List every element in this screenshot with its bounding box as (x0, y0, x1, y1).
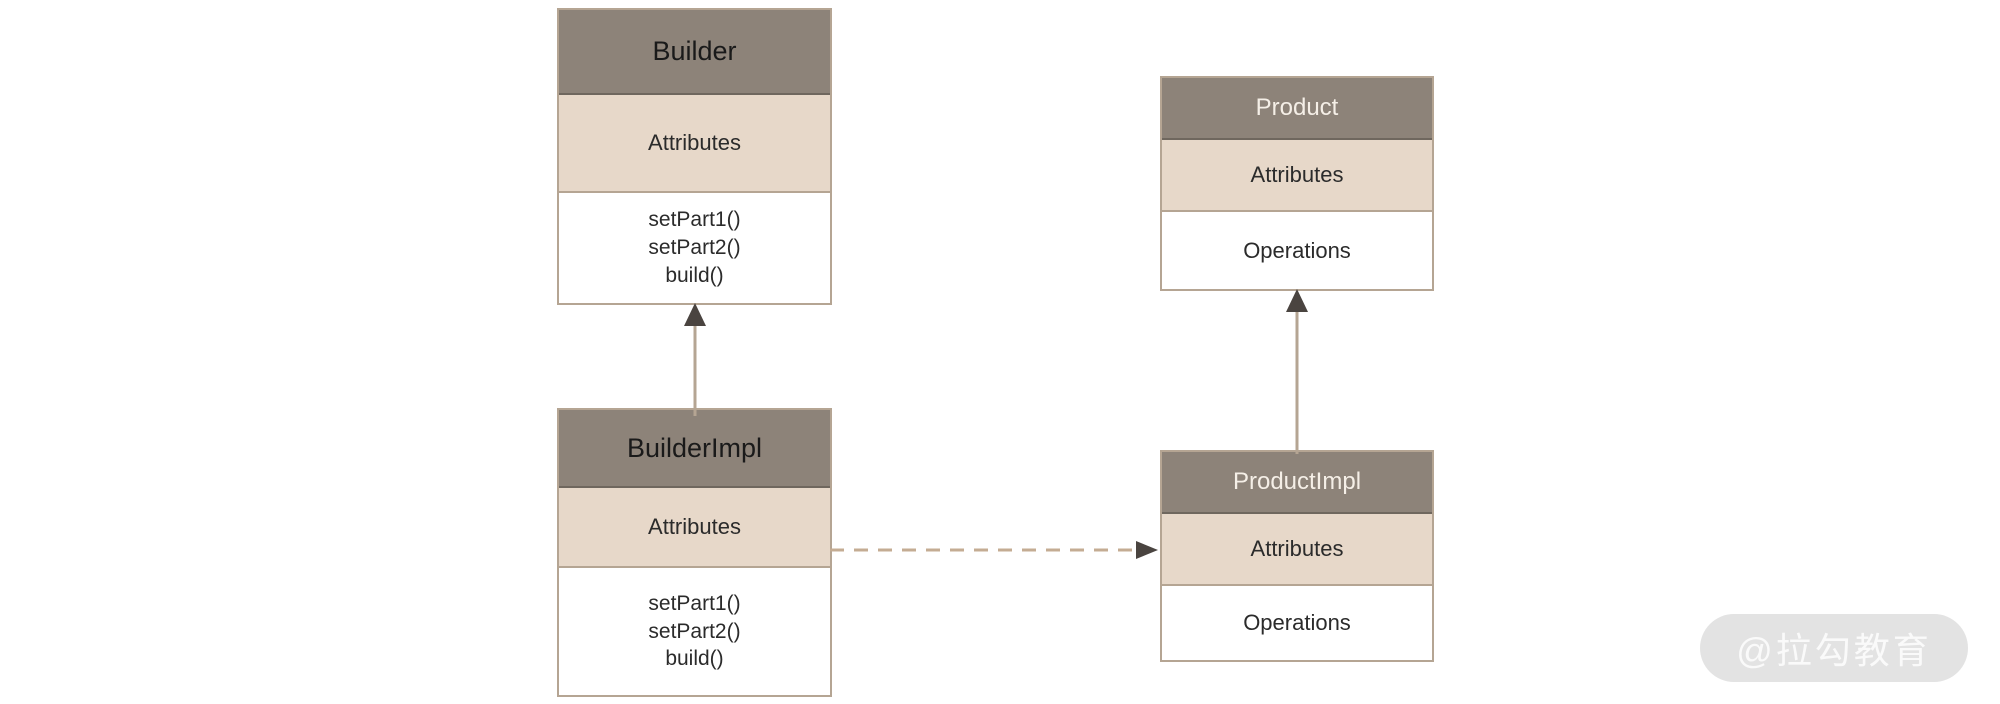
uml-class-product-operations: Operations (1162, 212, 1432, 289)
uml-class-builderimpl-operations: setPart1() setPart2() build() (559, 568, 830, 695)
uml-class-builder-title-bar: Builder (559, 10, 830, 95)
uml-operation-item: setPart2() (648, 619, 741, 643)
uml-operation-item: build() (665, 263, 724, 287)
uml-class-builderimpl-title-bar: BuilderImpl (559, 410, 830, 488)
uml-class-product-attributes-label: Attributes (1250, 162, 1344, 187)
uml-operation-item: setPart1() (648, 591, 741, 615)
closed-triangle-arrowhead-icon (684, 303, 706, 326)
uml-class-productimpl-attributes: Attributes (1162, 514, 1432, 586)
uml-class-builderimpl-name: BuilderImpl (626, 432, 763, 463)
uml-operation-item: setPart2() (648, 236, 741, 260)
uml-operation-item: setPart1() (648, 208, 741, 232)
uml-class-builder-attributes-label: Attributes (648, 130, 741, 155)
open-arrowhead-icon (1136, 541, 1158, 559)
uml-operation-item: build() (665, 647, 724, 671)
uml-class-productimpl-attributes-label: Attributes (1250, 536, 1344, 561)
uml-class-product-title-bar: Product (1162, 78, 1432, 140)
closed-triangle-arrowhead-icon (1286, 289, 1308, 312)
uml-class-builderimpl-attributes-label: Attributes (648, 514, 741, 539)
connector-productimpl-to-product (1286, 289, 1308, 454)
watermark-badge: @拉勾教育 (1700, 614, 1968, 682)
uml-operation-item: Operations (1243, 237, 1351, 263)
uml-class-builderimpl[interactable]: BuilderImpl Attributes setPart1() setPar… (557, 408, 832, 697)
uml-class-builder-name: Builder (652, 36, 737, 66)
uml-class-builder[interactable]: Builder Attributes setPart1() setPart2()… (557, 8, 832, 305)
uml-class-builderimpl-attributes: Attributes (559, 488, 830, 568)
uml-class-productimpl[interactable]: ProductImpl Attributes Operations (1160, 450, 1434, 662)
uml-class-productimpl-operations: Operations (1162, 586, 1432, 660)
uml-class-product-name: Product (1255, 94, 1339, 121)
connector-builderimpl-to-builder (684, 303, 706, 416)
connector-builderimpl-to-productimpl (830, 541, 1158, 559)
uml-class-productimpl-name: ProductImpl (1232, 468, 1362, 495)
uml-class-product[interactable]: Product Attributes Operations (1160, 76, 1434, 291)
uml-operation-item: Operations (1243, 610, 1351, 636)
uml-class-builder-attributes: Attributes (559, 95, 830, 193)
uml-class-productimpl-title-bar: ProductImpl (1162, 452, 1432, 514)
uml-class-builder-operations: setPart1() setPart2() build() (559, 193, 830, 303)
watermark-text: @拉勾教育 (1736, 630, 1932, 671)
uml-class-product-attributes: Attributes (1162, 140, 1432, 212)
